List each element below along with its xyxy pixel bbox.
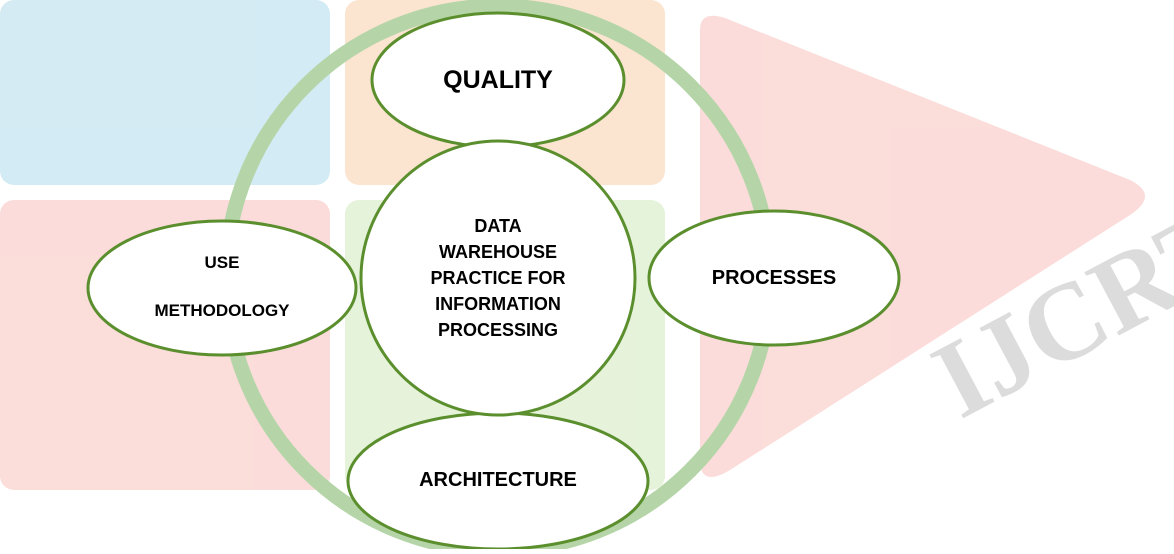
center-line-2: WAREHOUSE (438, 242, 557, 262)
node-methodology-line-2: METHODOLOGY (154, 301, 290, 320)
node-processes-shape (647, 209, 901, 347)
center-line-3: PRACTICE FOR (430, 268, 566, 288)
node-quality-text: QUALITY (443, 65, 553, 94)
center-line-1: DATA (474, 216, 522, 236)
center-line-5: PROCESSING (437, 320, 559, 340)
center-node-label: DATA WAREHOUSE PRACTICE FOR INFORMATION … (398, 198, 598, 358)
node-architecture-label: ARCHITECTURE (383, 460, 613, 500)
center-line-4: INFORMATION (435, 294, 561, 314)
node-processes-text: PROCESSES (711, 266, 837, 289)
node-architecture-text: ARCHITECTURE (419, 468, 577, 491)
watermark-blue-tile (0, 0, 330, 185)
node-processes-label: PROCESSES (674, 258, 874, 298)
node-methodology-line-1: USE (204, 253, 240, 272)
watermark-play-shape (700, 15, 1145, 478)
center-node-shape (359, 139, 637, 417)
node-methodology-shape (86, 219, 358, 357)
node-methodology-label: USE METHODOLOGY (132, 242, 312, 332)
node-quality-label: QUALITY (398, 55, 598, 105)
